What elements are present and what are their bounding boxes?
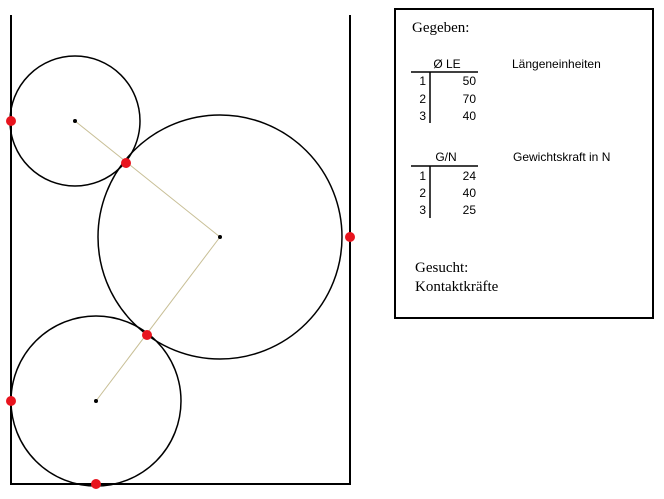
weight-row-3-value: 25: [463, 203, 477, 217]
info-box: [394, 8, 654, 319]
center-point-3: [94, 399, 98, 403]
weight-row-1-value: 24: [463, 169, 477, 183]
container-wall: [10, 15, 351, 485]
weight-row-2-index: 2: [419, 186, 426, 200]
contact-points: [6, 116, 355, 489]
given-heading: Gegeben:: [412, 20, 469, 36]
diameter-row-1-value: 50: [463, 74, 477, 88]
contact-point-wall-3: [6, 396, 16, 406]
diameter-row-2-index: 2: [419, 92, 426, 106]
contact-point-1-2: [121, 158, 131, 168]
contact-point-2-3: [142, 330, 152, 340]
contact-point-wall-2: [345, 232, 355, 242]
center-link-1-2: [74, 120, 221, 238]
diameter-row-2-value: 70: [463, 92, 477, 106]
diameter-unit-label: Längeneinheiten: [512, 57, 601, 71]
diameter-row-3-index: 3: [419, 109, 426, 123]
diameter-row-1-index: 1: [419, 74, 426, 88]
contact-point-floor-3: [91, 479, 101, 489]
weight-row-2-value: 40: [463, 186, 477, 200]
center-point-1: [73, 119, 77, 123]
sought-heading: Gesucht:: [415, 260, 468, 276]
center-link-2-3: [95, 236, 221, 402]
sought-item: Kontaktkräfte: [415, 279, 499, 295]
circle-2: [97, 114, 343, 360]
diameter-table-header: Ø LE: [433, 57, 460, 71]
center-point-2: [218, 235, 222, 239]
diameter-row-3-value: 40: [463, 109, 477, 123]
weight-unit-label: Gewichtskraft in N: [513, 150, 610, 164]
weight-row-1-index: 1: [419, 169, 426, 183]
weight-table-header: G/N: [435, 150, 456, 164]
contact-point-wall-1: [6, 116, 16, 126]
weight-row-3-index: 3: [419, 203, 426, 217]
